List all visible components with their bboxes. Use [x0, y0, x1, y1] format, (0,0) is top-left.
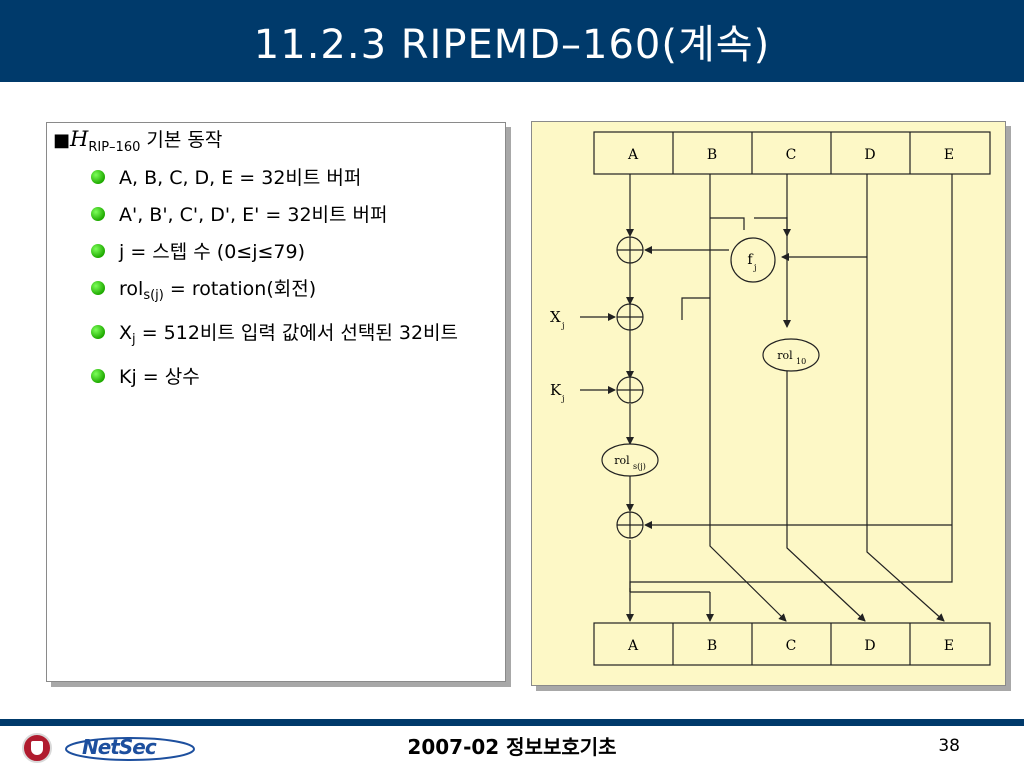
bullet-item: A, B, C, D, E = 32비트 버퍼	[91, 165, 491, 191]
adder-2	[616, 303, 644, 331]
title-bar: 11.2.3 RIPEMD–160(계속)	[0, 0, 1024, 82]
text-panel: ■HRIP–160 기본 동작 A, B, C, D, E = 32비트 버퍼 …	[46, 122, 506, 682]
rotate-s-label: rol	[614, 454, 630, 467]
input-k-label: K	[550, 381, 562, 399]
bullet-text: = rotation(회전)	[163, 278, 317, 300]
rotate-10-label: rol	[777, 349, 793, 362]
slide-title: 11.2.3 RIPEMD–160(계속)	[253, 22, 771, 68]
main-bullet: ■HRIP–160 기본 동작	[53, 125, 222, 155]
adder-3	[616, 376, 644, 404]
bottom-register-row	[593, 622, 991, 666]
top-register-c: C	[786, 147, 797, 163]
main-bullet-text: 기본 동작	[146, 129, 223, 151]
green-bullet-icon	[91, 325, 105, 339]
footer-course: 2007-02 정보보호기초	[407, 735, 617, 759]
adder-1	[616, 236, 644, 264]
bottom-register-a: A	[627, 638, 639, 654]
bullet-text: j = 스텝 수 (0≤j≤79)	[119, 241, 306, 263]
rotate-s-node	[601, 443, 659, 477]
green-bullet-icon	[91, 281, 105, 295]
footer-divider	[0, 719, 1024, 726]
top-register-b: B	[707, 147, 717, 163]
ripemd-step-diagram: A B C D E A B C D E f j rol 10 rol s(j) …	[550, 131, 991, 666]
netsec-logo: NetSec	[62, 733, 200, 763]
bullet-item: rols(j) = rotation(회전)	[91, 276, 491, 309]
input-k-subscript: j	[561, 394, 564, 403]
function-node	[730, 237, 776, 283]
bullet-item: Kj = 상수	[91, 364, 491, 390]
top-register-d: D	[864, 147, 875, 163]
top-register-row	[593, 131, 991, 175]
green-bullet-icon	[91, 207, 105, 221]
rotate-10-subscript: 10	[796, 357, 806, 366]
adder-4	[616, 511, 644, 539]
top-register-a: A	[627, 147, 639, 163]
bottom-register-e: E	[944, 638, 954, 654]
green-bullet-icon	[91, 170, 105, 184]
main-bullet-subscript: RIP–160	[88, 140, 141, 155]
bullet-text: A', B', C', D', E' = 32비트 버퍼	[119, 204, 388, 226]
bullet-subscript: j	[132, 332, 136, 347]
diagram-panel: A B C D E A B C D E f j rol 10 rol s(j) …	[531, 121, 1006, 686]
bullet-text: = 512비트 입력 값에서 선택된 32비트	[135, 322, 459, 344]
function-subscript: j	[753, 263, 756, 272]
bottom-register-b: B	[707, 638, 717, 654]
bullet-list: A, B, C, D, E = 32비트 버퍼 A', B', C', D', …	[91, 165, 491, 401]
bottom-register-c: C	[786, 638, 797, 654]
main-bullet-symbol: H	[70, 127, 89, 151]
bullet-text: rol	[119, 278, 144, 300]
bullet-item: j = 스텝 수 (0≤j≤79)	[91, 239, 491, 265]
university-seal-icon	[22, 733, 52, 763]
page-number: 38	[938, 736, 960, 756]
bullet-text: X	[119, 322, 133, 344]
rotate-10-node	[762, 338, 820, 372]
bullet-subscript: s(j)	[143, 288, 164, 303]
bullet-item: Xj = 512비트 입력 값에서 선택된 32비트	[91, 320, 491, 353]
green-bullet-icon	[91, 369, 105, 383]
bullet-item: A', B', C', D', E' = 32비트 버퍼	[91, 202, 491, 228]
netsec-logo-text: NetSec	[82, 735, 157, 759]
netsec-swoosh-icon	[65, 737, 195, 761]
green-bullet-icon	[91, 244, 105, 258]
function-label: f	[747, 252, 754, 268]
rotate-s-subscript: s(j)	[633, 462, 646, 471]
bottom-register-d: D	[864, 638, 875, 654]
input-x-subscript: j	[561, 321, 564, 330]
square-bullet-icon: ■	[53, 130, 71, 151]
top-register-e: E	[944, 147, 954, 163]
input-x-label: X	[550, 308, 561, 326]
bullet-text: Kj = 상수	[119, 366, 200, 388]
bullet-text: A, B, C, D, E = 32비트 버퍼	[119, 167, 362, 189]
